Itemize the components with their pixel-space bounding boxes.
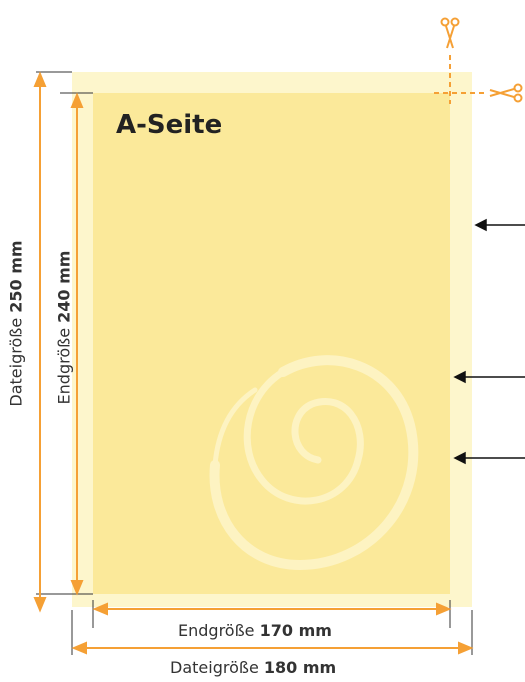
scissors-icon [489,83,523,103]
side-title: A-Seite [116,110,223,140]
final-height-caption: Endgröße [54,327,74,405]
file-width-value: 180 mm [263,658,337,677]
final-height-label: Endgröße 240 mm [55,238,74,418]
file-height-caption: Dateigröße [6,317,26,407]
dimension-arrows [33,71,474,655]
swirl-decoration [209,355,419,571]
final-width-label: Endgröße 170 mm [178,621,332,640]
final-width-value: 170 mm [259,621,332,640]
pointer-arrows [453,218,525,465]
final-width-caption: Endgröße [178,621,255,640]
final-area [93,93,450,594]
file-width-label: Dateigröße 180 mm [170,658,336,677]
file-height-value: 250 mm [6,240,26,313]
final-height-value: 240 mm [54,250,74,323]
file-width-caption: Dateigröße [170,658,259,677]
scissors-icon [440,17,460,49]
cut-marks [434,55,488,104]
file-height-label: Dateigröße 250 mm [7,234,26,414]
